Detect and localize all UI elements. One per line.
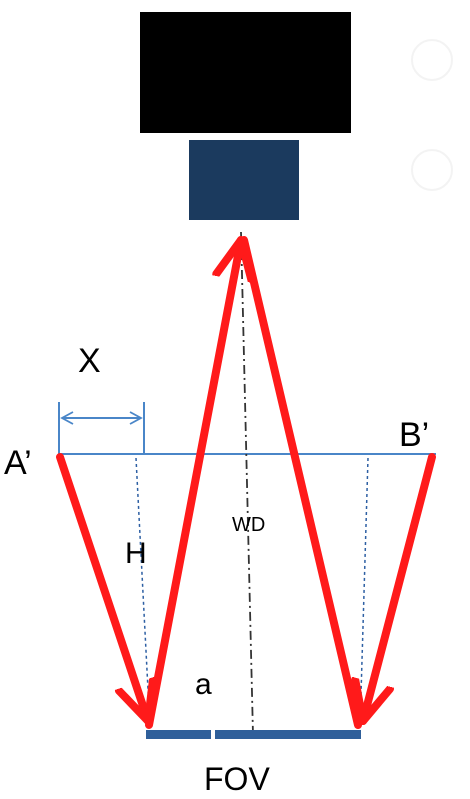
label-a: a — [195, 668, 212, 701]
working-distance-dashed-line — [240, 231, 254, 736]
label-a-prime: A’ — [4, 444, 32, 482]
label-b-prime: B’ — [399, 416, 429, 454]
label-x: X — [78, 342, 101, 380]
background-watermark-icons — [411, 39, 453, 191]
camera-lens — [189, 140, 299, 220]
fov-bar-gap — [211, 728, 215, 740]
ray-fov-left-to-lens — [145, 236, 241, 729]
label-fov: FOV — [204, 761, 270, 797]
ray-a-prime-to-fov — [56, 453, 148, 725]
ray-lens-to-fov-right — [240, 236, 362, 729]
camera-body — [140, 12, 351, 133]
label-h: H — [125, 537, 147, 570]
fov-bar — [146, 730, 361, 739]
ray-b-prime-to-fov — [363, 453, 436, 725]
label-wd: WD — [232, 514, 265, 536]
height-dashed-line-right — [359, 457, 369, 729]
